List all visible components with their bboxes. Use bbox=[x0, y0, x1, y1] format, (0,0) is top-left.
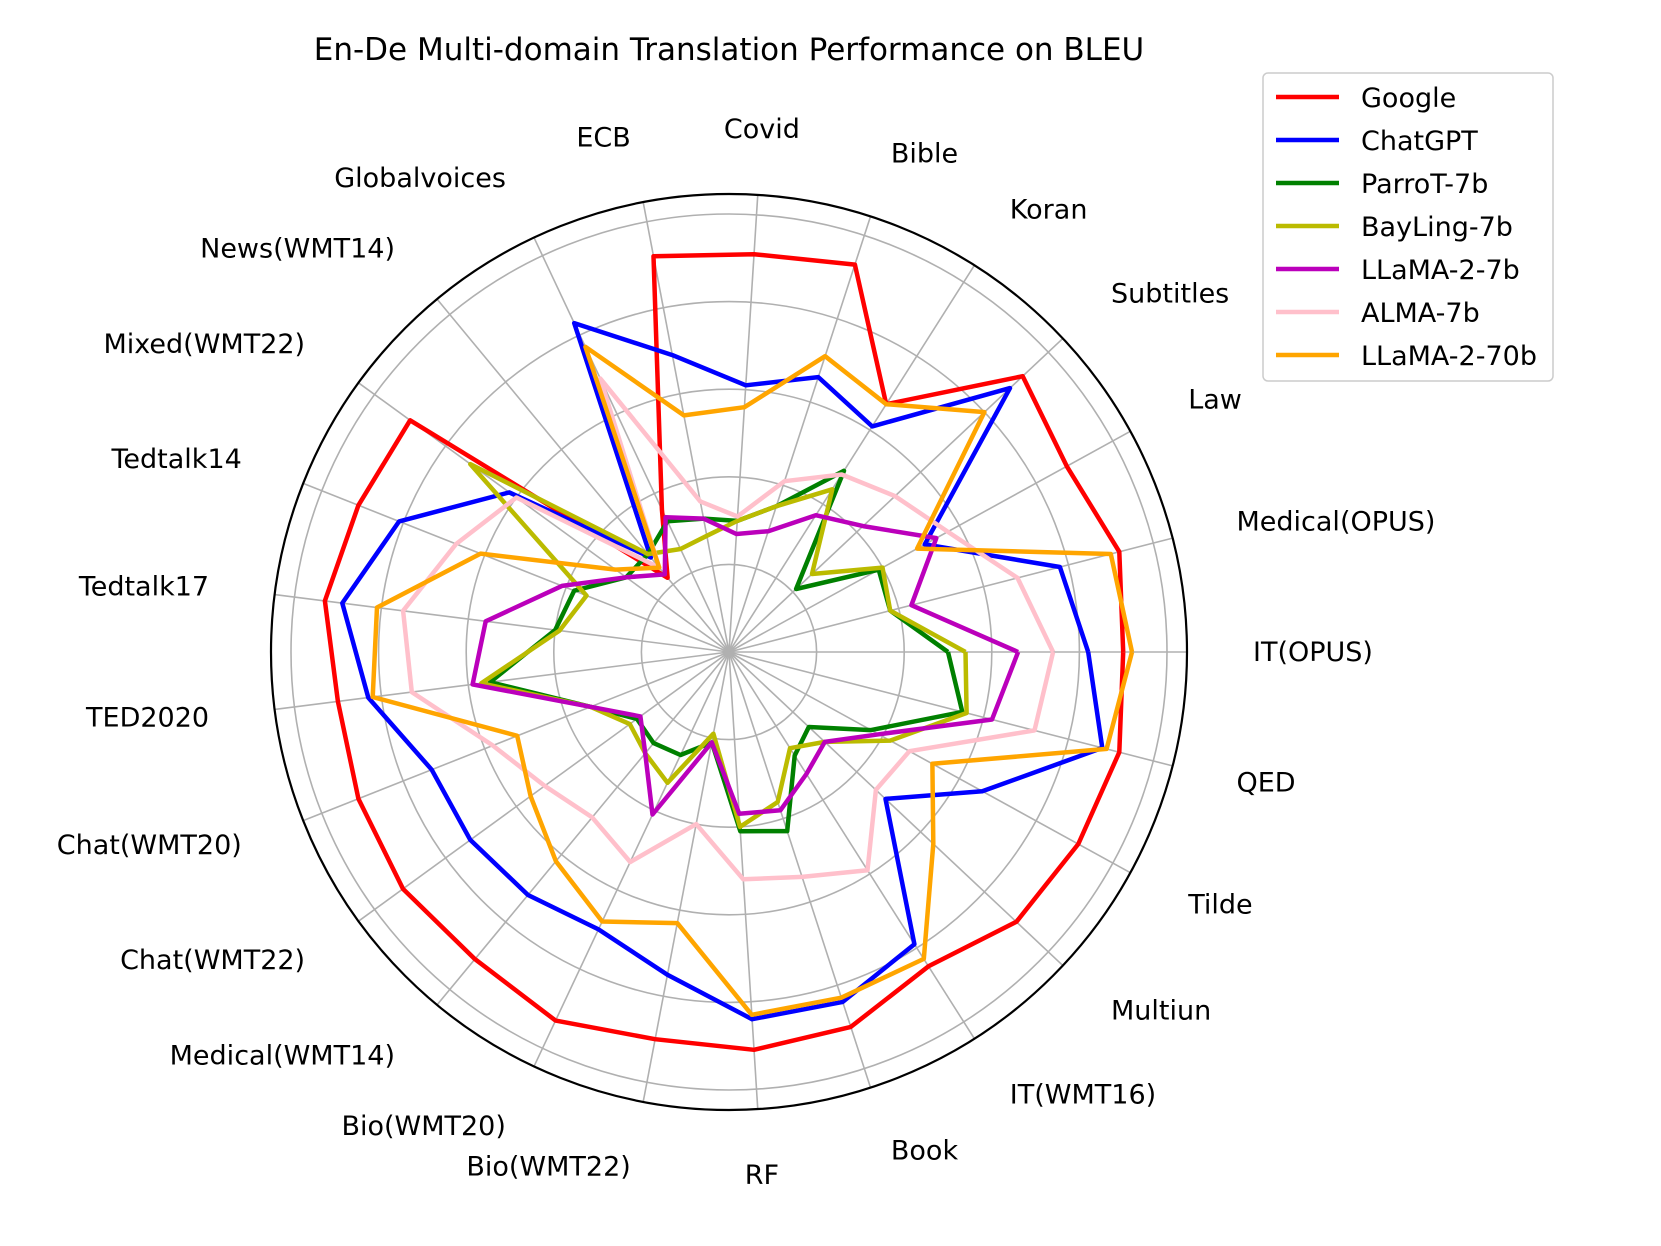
series-line bbox=[340, 320, 1105, 1022]
category-label: Chat(WMT22) bbox=[120, 945, 305, 976]
category-label: Koran bbox=[1010, 195, 1088, 226]
category-label: TED2020 bbox=[85, 703, 209, 734]
category-label: Bio(WMT22) bbox=[466, 1152, 630, 1183]
spoke-line bbox=[728, 264, 976, 653]
category-label: Mixed(WMT22) bbox=[103, 329, 305, 360]
series-line bbox=[400, 376, 1056, 882]
spoke-line bbox=[533, 237, 730, 653]
category-label: Tedtalk14 bbox=[111, 444, 242, 475]
spoke-line bbox=[728, 651, 1064, 967]
spoke-line bbox=[728, 216, 872, 653]
series-line bbox=[470, 512, 1021, 817]
category-label: Subtitles bbox=[1111, 278, 1229, 309]
chart-title: En-De Multi-domain Translation Performan… bbox=[314, 32, 1144, 68]
legend-label: ParroT-7b bbox=[1361, 169, 1488, 200]
category-label: Tilde bbox=[1187, 889, 1252, 920]
spoke-line bbox=[728, 651, 1131, 874]
radar-grid bbox=[274, 194, 1187, 1110]
category-label: IT(OPUS) bbox=[1253, 637, 1373, 668]
spoke-line bbox=[642, 651, 730, 1103]
category-label: RF bbox=[745, 1160, 779, 1191]
spoke-line bbox=[302, 482, 730, 653]
category-label: Bio(WMT20) bbox=[341, 1111, 505, 1142]
category-labels: IT(OPUS)Medical(OPUS)LawSubtitlesKoranBi… bbox=[57, 114, 1436, 1191]
spoke-line bbox=[436, 651, 730, 1006]
category-label: Globalvoices bbox=[334, 163, 506, 194]
category-label: Book bbox=[891, 1135, 959, 1166]
category-label: ECB bbox=[576, 122, 630, 153]
category-label: Chat(WMT20) bbox=[57, 830, 242, 861]
category-label: News(WMT14) bbox=[200, 233, 395, 264]
category-label: Medical(OPUS) bbox=[1237, 507, 1436, 538]
legend-label: ChatGPT bbox=[1361, 126, 1478, 157]
series-line bbox=[322, 251, 1126, 1053]
category-label: Tedtalk17 bbox=[78, 571, 209, 602]
category-label: Bible bbox=[891, 139, 958, 170]
spoke-line bbox=[728, 537, 1173, 653]
spoke-line bbox=[274, 651, 730, 711]
spoke-line bbox=[274, 593, 730, 653]
category-label: Multiun bbox=[1111, 996, 1211, 1027]
spoke-line bbox=[436, 298, 730, 653]
series-line bbox=[370, 344, 1135, 1018]
legend-frame bbox=[1262, 72, 1554, 382]
category-label: Covid bbox=[724, 114, 800, 145]
series-line bbox=[468, 461, 969, 830]
radar-outer-frame bbox=[269, 192, 1189, 1112]
category-label: QED bbox=[1237, 767, 1296, 798]
legend-label: Google bbox=[1361, 83, 1456, 114]
spoke-line bbox=[642, 201, 730, 653]
category-label: IT(WMT16) bbox=[1010, 1079, 1156, 1110]
category-label: Law bbox=[1188, 385, 1242, 416]
spoke-line bbox=[728, 651, 872, 1088]
radar-series bbox=[322, 251, 1135, 1053]
legend-label: BayLing-7b bbox=[1361, 212, 1513, 243]
spoke-line bbox=[728, 194, 759, 653]
category-label: Medical(WMT14) bbox=[170, 1041, 395, 1072]
legend-label: LLaMA-2-70b bbox=[1361, 341, 1537, 372]
spoke-line bbox=[728, 651, 976, 1040]
legend-label: ALMA-7b bbox=[1361, 298, 1480, 329]
spoke-line bbox=[728, 430, 1131, 653]
legend-label: LLaMA-2-7b bbox=[1361, 255, 1520, 286]
